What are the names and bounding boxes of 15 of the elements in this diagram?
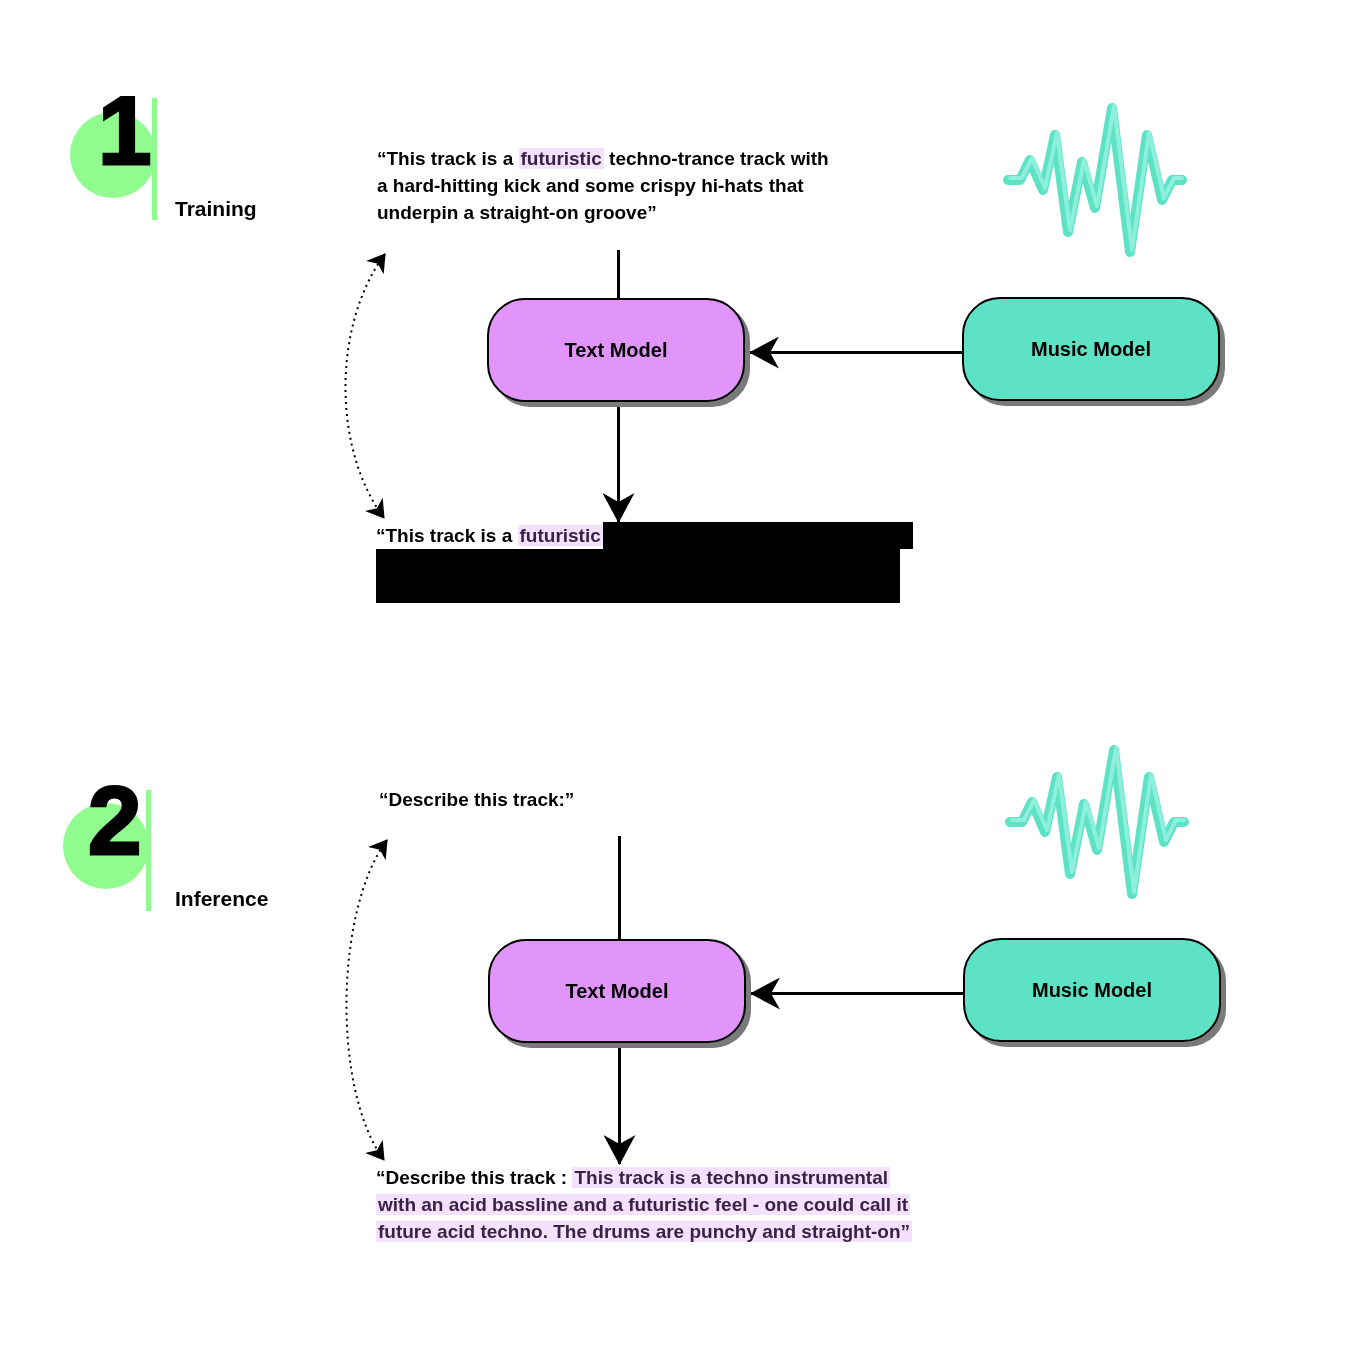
arrow (602, 407, 635, 523)
dotted-double-arrow (344, 253, 386, 519)
arrow (603, 1048, 636, 1165)
prompt-text: “This track is a futuristic techno-trance track with a hard-hitting kick and some crispy hi-hats that underpin a straight-on groove” (377, 145, 837, 250)
connector-line (617, 250, 620, 298)
arrow (750, 977, 963, 1010)
arrow (749, 336, 962, 369)
dotted-double-arrow (345, 839, 388, 1161)
step-label: Training (175, 196, 257, 222)
prompt-text: “Describe this track:” (379, 786, 870, 836)
connector-line (618, 836, 621, 939)
step-label: Inference (175, 886, 269, 912)
step-number: 2 (88, 773, 142, 869)
output-text: “This track is a futuristic (376, 524, 603, 548)
step-number: 1 (98, 83, 152, 179)
